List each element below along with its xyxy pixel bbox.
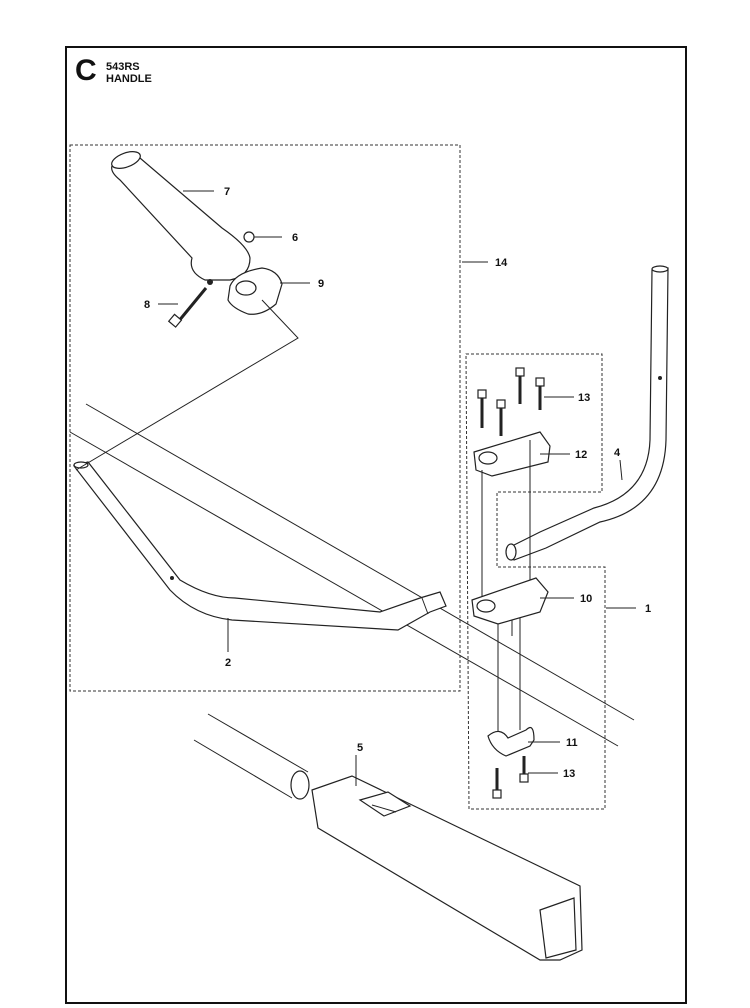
upper-clamp-part [473, 431, 551, 477]
callout-6: 6 [292, 232, 298, 244]
clamp-leader [75, 299, 299, 471]
shaft-tube-part [193, 713, 310, 800]
callout-10: 10 [580, 593, 592, 605]
callout-7: 7 [224, 186, 230, 198]
bolts-upper [477, 367, 545, 436]
screw-part [167, 287, 208, 328]
callout-14: 14 [495, 257, 508, 269]
section-letter: C [75, 54, 97, 87]
assembly-box-1 [465, 353, 606, 810]
callout-leaders [158, 190, 636, 786]
diagram-frame [65, 46, 687, 1004]
callout-13-upper: 13 [578, 392, 590, 404]
clamp-half-part [487, 727, 535, 757]
model-name: 543RS [106, 61, 140, 73]
callout-12: 12 [575, 449, 587, 461]
clamp-part [227, 267, 283, 315]
shaft-line-upper [85, 403, 635, 721]
callout-11: 11 [566, 737, 578, 749]
housing-part [311, 775, 583, 961]
handlebar-part [72, 461, 447, 631]
shaft-part [505, 265, 669, 561]
grip-part [111, 151, 251, 285]
assembly-guide-lines [481, 440, 531, 740]
callout-2: 2 [225, 657, 231, 669]
diagram-title: HANDLE [106, 73, 152, 85]
shaft-line-lower [69, 431, 619, 747]
callout-5: 5 [357, 742, 363, 754]
callout-4: 4 [614, 447, 621, 459]
callout-13-lower: 13 [563, 768, 575, 780]
bolts-lower [492, 756, 529, 799]
callout-1: 1 [645, 603, 651, 615]
nut-part [243, 231, 255, 243]
callout-8: 8 [144, 299, 150, 311]
callout-9: 9 [318, 278, 324, 290]
assembly-box-14 [69, 144, 461, 692]
lower-clamp-part [471, 577, 549, 636]
